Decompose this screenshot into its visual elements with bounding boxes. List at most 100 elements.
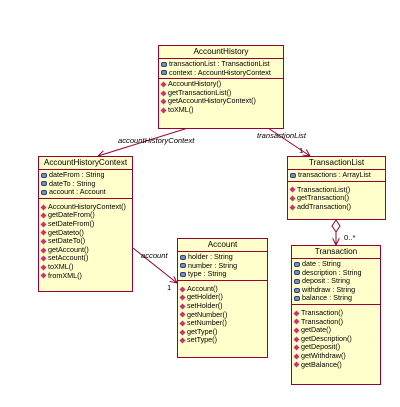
aggregation-diamond	[331, 219, 341, 233]
operation-row: setDateTo()	[40, 237, 132, 246]
operation-icon	[160, 98, 167, 105]
attribute-row: account : Account	[41, 188, 132, 197]
operation-icon	[160, 81, 167, 88]
attributes-section: date : String description : String depos…	[292, 259, 380, 305]
operation-icon	[293, 344, 300, 351]
attribute-icon	[294, 270, 300, 276]
attribute-icon	[294, 296, 300, 302]
operation-icon	[40, 247, 47, 254]
class-account[interactable]: Account holder : String number : String …	[177, 238, 268, 358]
operation-row: getAccountHistoryContext()	[160, 97, 283, 106]
association-transactions-multiplicity: 0..*	[344, 233, 356, 242]
operation-row: getNumber()	[179, 310, 267, 320]
attribute-row: transactions : ArrayList	[290, 170, 385, 180]
operation-row: setAccount()	[40, 254, 132, 263]
class-name: AccountHistory	[159, 46, 283, 59]
operation-icon	[179, 311, 186, 318]
association-transactionlist-label: transactionList	[257, 131, 306, 140]
operation-icon	[179, 329, 186, 336]
association-transactionlist-multiplicity: 1	[299, 146, 304, 155]
operation-row: getDeposit()	[293, 343, 380, 352]
operation-row: fromXML()	[40, 271, 132, 281]
operation-icon	[179, 286, 186, 293]
operation-icon	[289, 186, 296, 193]
attributes-section: dateFrom : String dateTo : String accoun…	[39, 170, 132, 199]
attribute-icon	[180, 263, 186, 269]
operations-section: TransactionList() getTransaction() addTr…	[288, 182, 385, 213]
operation-row: Account()	[179, 284, 267, 294]
operation-icon	[293, 310, 300, 317]
operation-icon	[289, 195, 296, 202]
operation-row: getTransaction()	[289, 194, 385, 203]
attribute-icon	[161, 61, 167, 67]
operation-icon	[160, 90, 167, 97]
attributes-section: holder : String number : String type : S…	[178, 252, 267, 281]
attribute-icon	[41, 181, 47, 187]
class-account-history[interactable]: AccountHistory transactionList : Transac…	[158, 45, 284, 129]
operations-section: AccountHistoryContext() getDateFrom() se…	[39, 199, 132, 281]
attribute-icon	[161, 70, 167, 76]
operation-row: setNumber()	[179, 319, 267, 328]
attribute-row: context : AccountHistoryContext	[161, 68, 283, 78]
operation-row: Transaction()	[293, 308, 380, 318]
attributes-section: transactions : ArrayList	[288, 170, 385, 182]
association-account-label: account	[141, 251, 168, 260]
operation-row: Transaction()	[293, 317, 380, 327]
attribute-icon	[41, 189, 47, 195]
attribute-row: withdraw : String	[294, 285, 380, 295]
attribute-row: description : String	[294, 268, 380, 278]
operation-icon	[293, 318, 300, 325]
association-context-line	[98, 127, 189, 156]
operation-row: TransactionList()	[289, 185, 385, 195]
operations-section: Account() getHolder() setHolder() getNum…	[178, 281, 267, 346]
operation-row: addTransaction()	[289, 202, 385, 212]
operation-row: setType()	[179, 336, 267, 345]
operation-row: AccountHistory()	[160, 80, 283, 89]
operation-row: getDate()	[293, 326, 380, 335]
attribute-row: dateFrom : String	[41, 170, 132, 180]
association-context-label: accountHistoryContext	[118, 136, 195, 145]
operation-icon	[179, 294, 186, 301]
class-transaction[interactable]: Transaction date : String description : …	[291, 245, 381, 385]
attribute-icon	[294, 278, 300, 284]
operation-icon	[289, 204, 296, 211]
attribute-icon	[294, 261, 300, 267]
operations-section: AccountHistory() getTransactionList() ge…	[159, 79, 283, 115]
operation-icon	[40, 212, 47, 219]
operation-row: AccountHistoryContext()	[40, 202, 132, 212]
attributes-section: transactionList : TransactionList contex…	[159, 59, 283, 80]
operation-row: getTransactionList()	[160, 88, 283, 98]
operation-row: setHolder()	[179, 301, 267, 311]
operation-row: getDescription()	[293, 334, 380, 344]
attribute-icon	[180, 271, 186, 277]
attribute-row: date : String	[294, 259, 380, 269]
attribute-icon	[180, 254, 186, 260]
operation-icon	[40, 221, 47, 228]
operation-icon	[179, 320, 186, 327]
operation-icon	[293, 336, 300, 343]
operation-row: getBalance()	[293, 360, 380, 370]
attribute-row: balance : String	[294, 294, 380, 303]
association-account-line	[132, 247, 177, 283]
operation-icon	[40, 264, 47, 271]
operation-row: getType()	[179, 327, 267, 337]
operation-icon	[293, 327, 300, 334]
class-account-history-context[interactable]: AccountHistoryContext dateFrom : String …	[38, 156, 133, 292]
attribute-icon	[41, 172, 47, 178]
class-transaction-list[interactable]: TransactionList transactions : ArrayList…	[287, 156, 386, 220]
class-name: AccountHistoryContext	[39, 157, 132, 170]
attribute-icon	[290, 172, 296, 178]
operation-icon	[40, 238, 47, 245]
operation-icon	[293, 353, 300, 360]
association-transactionlist-line	[267, 127, 310, 156]
operation-row: toXML()	[40, 262, 132, 272]
operation-row: setDateFrom()	[40, 219, 132, 229]
operation-icon	[179, 337, 186, 344]
operation-icon	[40, 272, 47, 279]
operation-row: getDateto()	[40, 228, 132, 238]
association-account-multiplicity: 1	[167, 283, 172, 292]
attribute-icon	[294, 287, 300, 293]
operation-icon	[293, 361, 300, 368]
class-name: Transaction	[292, 246, 380, 259]
